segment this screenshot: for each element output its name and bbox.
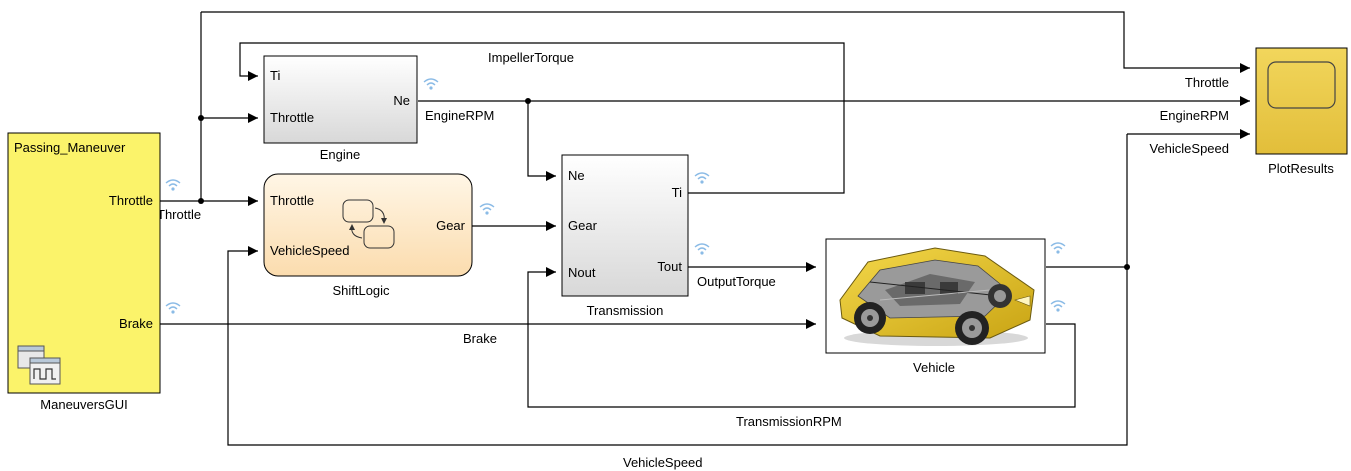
wire-throttle-scope[interactable]: [201, 11, 1250, 69]
vehicle-name: Vehicle: [913, 360, 955, 375]
transmission-name: Transmission: [587, 303, 664, 318]
shiftlogic-port-vehiclespeed: VehicleSpeed: [270, 243, 350, 258]
engine-name: Engine: [320, 147, 360, 162]
wire-vehicle-speed-shift[interactable]: [227, 134, 1128, 446]
transmission-port-ti: Ti: [672, 185, 682, 200]
plotresults-name: PlotResults: [1268, 161, 1334, 176]
signal-label-scope-vehicle-speed: VehicleSpeed: [1149, 141, 1229, 156]
arrowhead: [546, 267, 556, 277]
maneuvers-port-brake: Brake: [119, 316, 153, 331]
arrowhead: [248, 246, 258, 256]
transmission-port-nout: Nout: [568, 265, 596, 280]
signal-logging-icon: [694, 243, 710, 256]
junction-vehicle-speed: [1124, 264, 1130, 270]
signal-label-scope-throttle: Throttle: [1185, 75, 1229, 90]
arrowhead: [806, 319, 816, 329]
arrowhead: [1240, 129, 1250, 139]
signal-logging-icon: [423, 78, 439, 91]
maneuvers-port-throttle: Throttle: [109, 193, 153, 208]
maneuvers-name: ManeuversGUI: [40, 397, 127, 412]
transmission-port-tout: Tout: [657, 259, 682, 274]
signal-label-output-torque: OutputTorque: [697, 274, 776, 289]
maneuvers-gui-block[interactable]: Passing_Maneuver Throttle Brake Maneuver…: [7, 132, 181, 412]
engine-port-ti: Ti: [270, 68, 280, 83]
shiftlogic-port-throttle: Throttle: [270, 193, 314, 208]
signal-label-scope-engine-rpm: EngineRPM: [1160, 108, 1229, 123]
signal-lines: [160, 11, 1250, 446]
shiftlogic-port-gear: Gear: [436, 218, 466, 233]
signal-label-impeller-torque: ImpellerTorque: [488, 50, 574, 65]
signal-label-throttle: Throttle: [157, 207, 201, 222]
scope-screen-icon: [1267, 61, 1336, 109]
wire-engine-rpm-trans[interactable]: [527, 101, 556, 177]
signal-label-vehicle-speed: VehicleSpeed: [623, 455, 703, 470]
car-cutaway-image: [839, 247, 1035, 346]
wire-impeller-torque[interactable]: [239, 42, 845, 194]
transmission-port-gear: Gear: [568, 218, 598, 233]
signal-logging-icon: [1050, 242, 1066, 255]
arrowhead: [1240, 96, 1250, 106]
engine-block[interactable]: Ti Throttle Ne Engine: [263, 55, 439, 162]
engine-port-ne: Ne: [393, 93, 410, 108]
junction-throttle-engine: [198, 115, 204, 121]
signal-logging-icon: [1050, 300, 1066, 313]
state-chart-icon: [342, 199, 395, 249]
maneuvers-title: Passing_Maneuver: [14, 140, 126, 155]
arrowhead: [546, 221, 556, 231]
signal-logging-icon: [694, 172, 710, 185]
panel-window-icon: [17, 345, 61, 385]
arrowhead: [806, 262, 816, 272]
arrowhead: [1240, 63, 1250, 73]
arrowhead: [248, 71, 258, 81]
junction-engine-rpm: [525, 98, 531, 104]
signal-label-transmission-rpm: TransmissionRPM: [736, 414, 842, 429]
signal-label-brake: Brake: [463, 331, 497, 346]
engine-port-throttle: Throttle: [270, 110, 314, 125]
signal-logging-icon: [165, 302, 181, 315]
arrowhead: [546, 171, 556, 181]
plotresults-scope-block[interactable]: PlotResults: [1255, 47, 1348, 176]
signal-label-engine-rpm: EngineRPM: [425, 108, 494, 123]
signal-labels: Throttle ImpellerTorque EngineRPM Output…: [157, 50, 1229, 470]
arrowhead: [248, 196, 258, 206]
transmission-port-ne: Ne: [568, 168, 585, 183]
shiftlogic-block[interactable]: Throttle VehicleSpeed Gear ShiftLogic: [263, 173, 495, 298]
transmission-block[interactable]: Ne Gear Nout Ti Tout Transmission: [561, 154, 710, 318]
vehicle-block[interactable]: Vehicle: [825, 238, 1066, 375]
shiftlogic-name: ShiftLogic: [332, 283, 390, 298]
signal-logging-icon: [479, 203, 495, 216]
signal-logging-icon: [165, 179, 181, 192]
arrowhead: [248, 113, 258, 123]
wire-transmission-rpm[interactable]: [527, 271, 1076, 408]
junction-throttle: [198, 198, 204, 204]
